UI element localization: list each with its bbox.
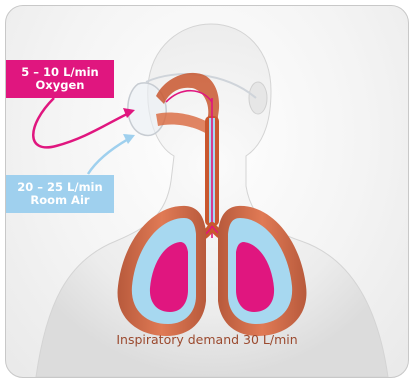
- room-air-arrow: [88, 138, 130, 174]
- inspiratory-demand-caption: Inspiratory demand 30 L/min: [6, 332, 408, 347]
- diagram-frame: 5 – 10 L/min Oxygen 20 – 25 L/min Room A…: [5, 5, 409, 378]
- ear: [249, 82, 267, 114]
- oxygen-arrow: [33, 98, 131, 147]
- oxygen-flow-name: Oxygen: [36, 79, 85, 92]
- room-air-flow-label: 20 – 25 L/min Room Air: [6, 175, 114, 213]
- room-air-flow-name: Room Air: [30, 194, 89, 207]
- oxygen-flow-label: 5 – 10 L/min Oxygen: [6, 60, 114, 98]
